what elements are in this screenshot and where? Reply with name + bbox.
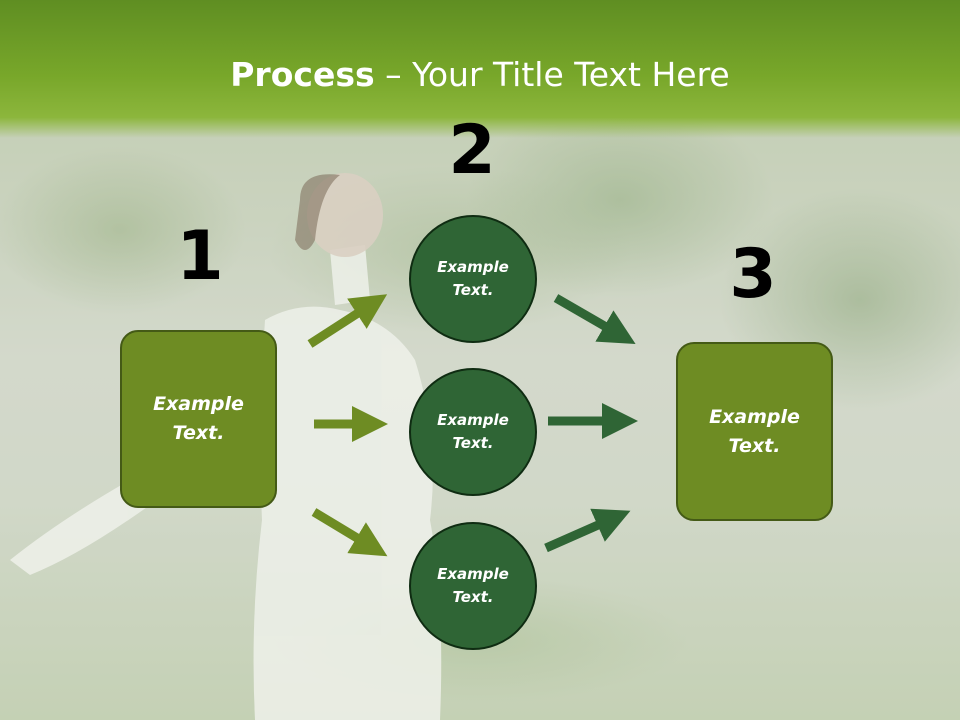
step-2b-text: Example Text. [437,411,509,452]
step-2c-text: Example Text. [437,565,509,606]
step-number-2: 2 [448,111,496,190]
title-bold: Process [230,55,375,94]
title-rest: – Your Title Text Here [374,55,730,94]
step-1-text: Example Text. [153,393,244,444]
step-3-box[interactable]: Example Text. [676,342,833,521]
slide-title: Process – Your Title Text Here [0,52,960,98]
step-number-1: 1 [176,217,224,296]
step-number-3: 3 [729,235,777,314]
step-2a-circle[interactable]: Example Text. [409,215,537,343]
step-2a-text: Example Text. [437,258,509,299]
title-band [0,0,960,138]
step-2b-circle[interactable]: Example Text. [409,368,537,496]
step-2c-circle[interactable]: Example Text. [409,522,537,650]
step-1-box[interactable]: Example Text. [120,330,277,508]
step-3-text: Example Text. [709,405,800,457]
